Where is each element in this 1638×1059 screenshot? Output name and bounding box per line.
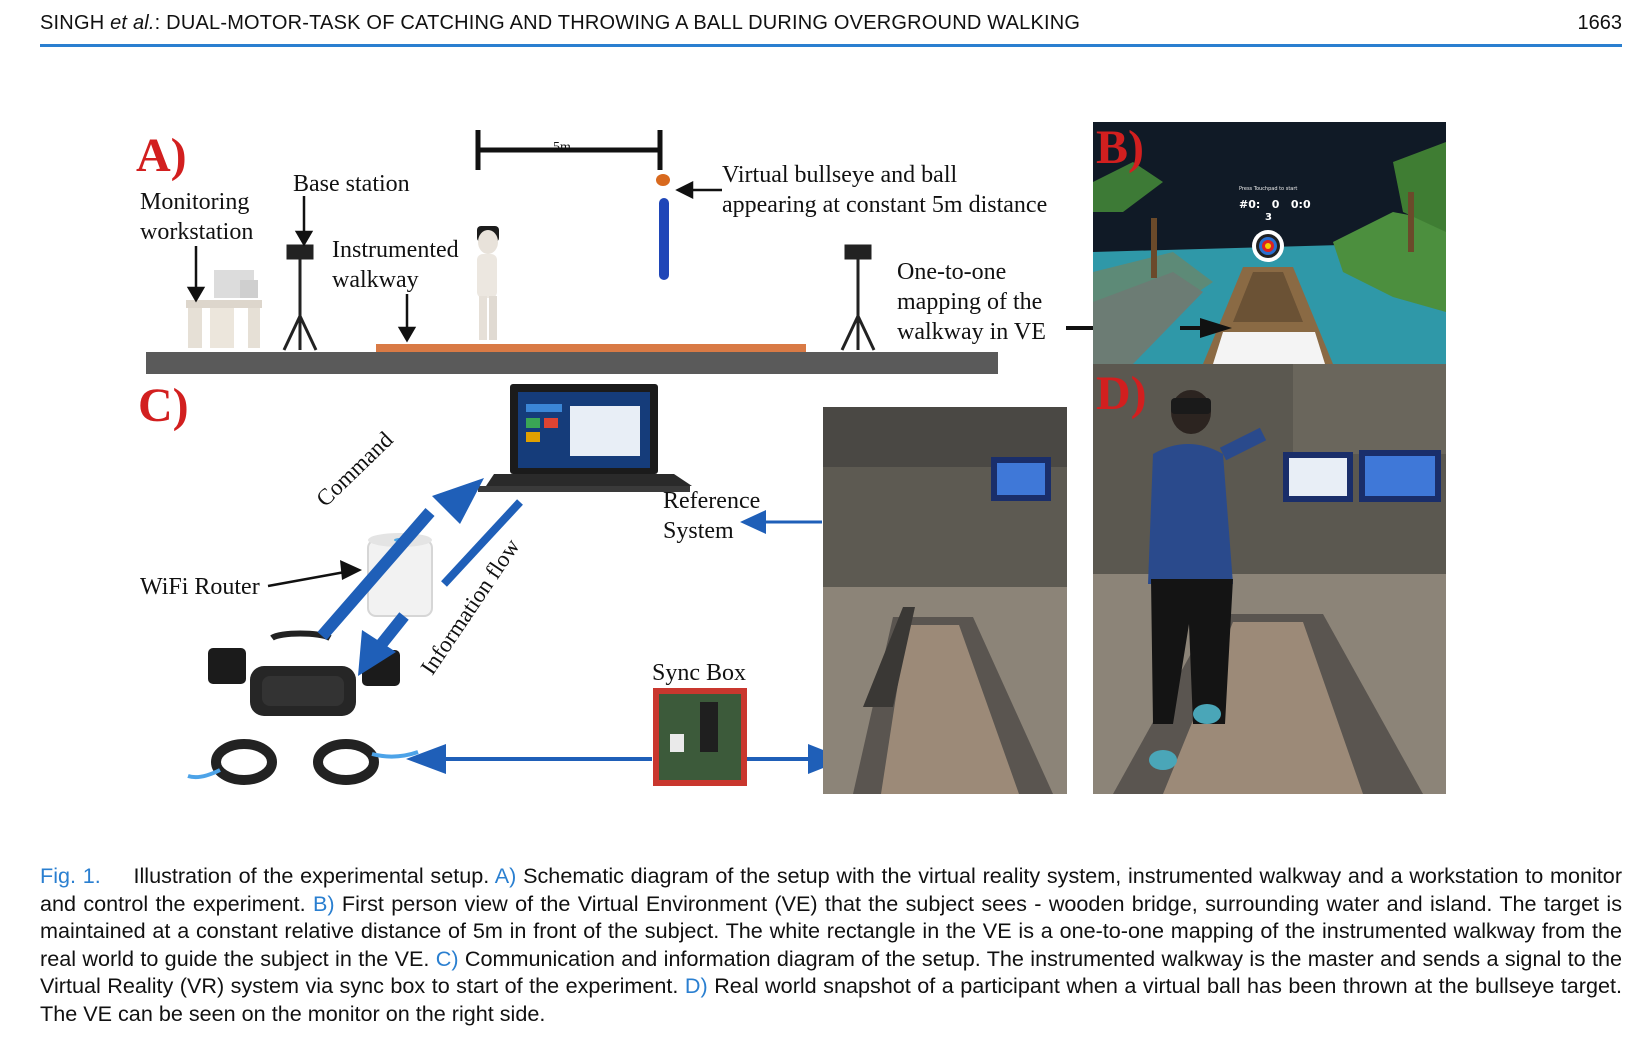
- virtual-bullseye-line2: appearing at constant 5m distance: [722, 192, 1048, 218]
- running-header: SINGH et al.: DUAL-MOTOR-TASK OF CATCHIN…: [40, 10, 1622, 47]
- base-station-tripod-right: [840, 244, 876, 351]
- mapping-label: One-to-one mapping of the walkway in VE: [897, 257, 1046, 347]
- panel-d-participant-photo: [1093, 364, 1446, 794]
- panel-c-letter: C): [138, 379, 189, 432]
- mapping-arrowhead: [1180, 318, 1232, 338]
- panel-a-letter: A): [136, 129, 187, 182]
- virtual-bullseye-icon: [659, 198, 669, 280]
- caption-b-label: B): [312, 890, 335, 916]
- lab-photo-scene: [823, 407, 1067, 794]
- virtual-ball-icon: [656, 174, 670, 186]
- panel-b-vr-view: Press Touchpad to start #0: 0 0:0 3: [1093, 122, 1446, 364]
- person-figure-icon: [477, 226, 499, 340]
- sync-box-label: Sync Box: [652, 660, 747, 686]
- reference-system-line1: Reference: [663, 488, 761, 514]
- panel-a-arrows: [186, 180, 722, 343]
- panel-d-letter: D): [1096, 367, 1147, 420]
- reference-system-label: Reference System: [663, 486, 760, 546]
- running-title-rest: : DUAL-MOTOR-TASK OF CATCHING AND THROWI…: [154, 12, 1081, 34]
- vr-controllers-icon: [187, 739, 419, 785]
- panel-b-letter: B): [1096, 121, 1144, 174]
- figure-caption: Fig. 1. Illustration of the experimental…: [40, 862, 1622, 1028]
- mapping-line2: mapping of the: [897, 289, 1043, 315]
- hud-score: #0: 0 0:0: [1239, 198, 1311, 211]
- page-number: 1663: [1577, 12, 1623, 34]
- base-station-tripod-left: [282, 244, 318, 351]
- instrumented-walkway-label: Instrumented walkway: [332, 235, 459, 295]
- monitoring-workstation-line2: workstation: [140, 219, 254, 245]
- caption-a-label: A): [494, 863, 517, 888]
- panel-a-schematic: [146, 130, 1100, 374]
- laptop-icon: [478, 384, 692, 492]
- base-station-label: Base station: [293, 171, 410, 197]
- lab-photo-empty-walkway: [823, 407, 1067, 794]
- caption-c-label: C): [435, 945, 459, 971]
- virtual-bullseye-label: Virtual bullseye and ball appearing at c…: [722, 160, 1047, 220]
- panel-c-blue-arrows: [267, 478, 846, 774]
- wifi-router-label: WiFi Router: [140, 574, 260, 600]
- floor-slab: [146, 352, 998, 374]
- caption-intro: Illustration of the experimental setup.: [133, 863, 490, 888]
- panel-c-diagram: [187, 384, 846, 786]
- instrumented-walkway-mat: [376, 344, 806, 352]
- vr-scene: [1093, 122, 1446, 364]
- caption-b-text: First person view of the Virtual Environ…: [40, 890, 1622, 971]
- reference-system-line2: System: [663, 518, 734, 544]
- running-title: SINGH et al.: DUAL-MOTOR-TASK OF CATCHIN…: [40, 12, 1080, 35]
- virtual-bullseye-line1: Virtual bullseye and ball: [722, 162, 958, 188]
- hud-start-text: Press Touchpad to start: [1239, 186, 1298, 192]
- mapping-line3: walkway in VE: [897, 319, 1046, 345]
- running-title-etal: et al.: [110, 12, 155, 34]
- figure-1: A): [136, 121, 1446, 794]
- hud-count: 3: [1265, 212, 1272, 223]
- caption-d-text: Real world snapshot of a participant whe…: [40, 973, 1623, 1026]
- vr-headset-icon: [208, 630, 400, 716]
- mapping-line1: One-to-one: [897, 259, 1007, 285]
- instrumented-walkway-line1: Instrumented: [332, 237, 459, 263]
- workstation-desk-icon: [186, 270, 262, 348]
- sync-box-icon: [653, 688, 747, 786]
- monitoring-workstation-label: Monitoring workstation: [140, 187, 253, 247]
- caption-d-label: D): [684, 973, 708, 999]
- running-title-author: SINGH: [40, 12, 105, 34]
- participant-scene: [1093, 364, 1446, 794]
- distance-label: 5m: [553, 140, 571, 155]
- instrumented-walkway-line2: walkway: [332, 267, 419, 293]
- caption-fig-label: Fig. 1.: [40, 863, 101, 888]
- caption-a-text: Schematic diagram of the setup with the …: [40, 863, 1623, 916]
- monitoring-workstation-line1: Monitoring: [140, 189, 250, 215]
- caption-c-text: Communication and information diagram of…: [40, 945, 1622, 999]
